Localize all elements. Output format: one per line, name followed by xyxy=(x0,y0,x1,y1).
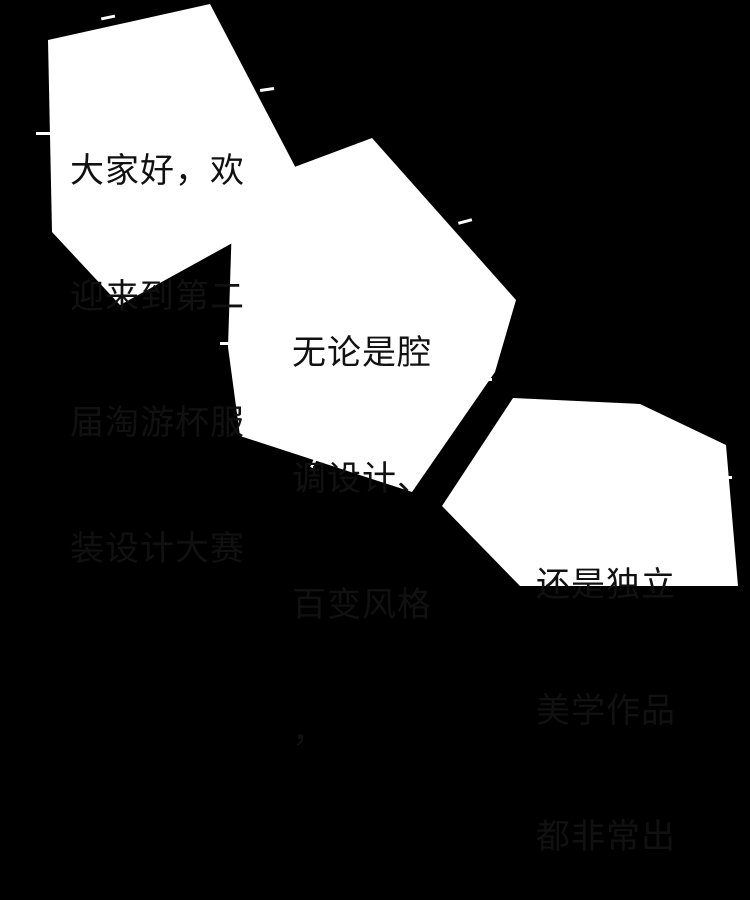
speech-line: 百变风格 xyxy=(292,585,432,625)
speech-line: 大家好，欢 xyxy=(70,151,245,191)
speech-text-3: 还是独立 美学作品 都非常出 xyxy=(536,480,676,900)
speech-line: 还是独立 xyxy=(536,565,676,605)
speech-line: 美学作品 xyxy=(536,691,676,731)
speech-bubble-2 xyxy=(220,138,516,492)
speech-line: 调设计、 xyxy=(292,459,432,499)
speech-line: 都非常出 xyxy=(536,817,676,857)
speech-text-2: 无论是腔 调设计、 百变风格 ， xyxy=(292,248,432,794)
speech-bubble-3 xyxy=(442,398,738,586)
speech-line: 迎来到第二 xyxy=(70,277,245,317)
comic-panel xyxy=(36,4,738,586)
speech-line: 装设计大赛 xyxy=(70,529,245,569)
speech-line: 无论是腔 xyxy=(292,333,432,373)
speech-line: ， xyxy=(292,711,327,751)
speech-line: 届淘游杯服 xyxy=(70,403,245,443)
speech-text-1: 大家好，欢 迎来到第二 届淘游杯服 装设计大赛 xyxy=(70,66,245,612)
